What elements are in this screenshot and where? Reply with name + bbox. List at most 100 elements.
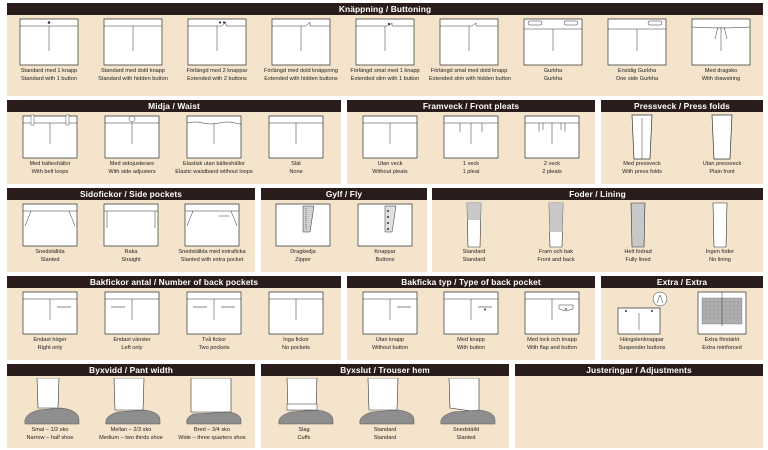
caption-en: With button [456,345,486,351]
caption-en: Buttons [375,257,395,263]
hem-option-3[interactable]: Snedställd Slanted [427,378,505,442]
side-pocket-option-3[interactable]: Snedställda med extraficka Slanted with … [173,202,251,264]
caption-sv: Utan knapp [375,337,405,343]
caption-en: Without pleats [372,169,408,175]
pleats-option-3[interactable]: 2 veck 2 pleats [513,114,591,176]
back-pocket-count-3[interactable]: Två fickor Two pockets [175,290,253,352]
narrow-leg-shoe-icon [24,378,80,425]
caption-en: Slanted with extra pocket [180,257,244,263]
caption-sv: Helt fodrad [624,249,652,255]
caption-sv: Med dragsko [704,68,738,74]
back-pocket-left-icon [104,291,160,335]
caption-sv: Endast vänster [113,337,151,343]
buttoning-option-9[interactable]: Med dragsko With drawstring [681,17,761,83]
caption-sv: Standard med 1 knapp [20,68,78,74]
caption-en: Extended with 2 buttons [187,76,247,82]
side-pocket-option-1[interactable]: Snedställda Slanted [11,202,89,264]
caption-en: Suspender buttons [618,345,666,351]
trouser-front-gurkha-icon [523,18,583,66]
press-option-1[interactable]: Med pressveck With press folds [605,114,679,176]
extra-option-2[interactable]: Extra förstärkt Extra reinforced [683,290,761,352]
caption-en: With belt loops [31,169,69,175]
caption-en: With drawstring [701,76,741,82]
belt-loops-icon [22,114,78,159]
pleats-option-1[interactable]: Utan veck Without pleats [351,114,429,176]
lining-option-3[interactable]: Helt fodrad Fully lined [600,202,676,264]
slanted-extra-pocket-icon [184,203,240,247]
lining-standard-icon [466,202,482,248]
zipper-icon [275,203,331,247]
caption-en: Wide – three quarters shoe [178,435,246,441]
back-pocket-count-2[interactable]: Endast vänster Left only [93,290,171,352]
back-pocket-count-4[interactable]: Inga fickor No pockets [257,290,335,352]
buttoning-option-2[interactable]: Standard med dold knapp Standard with hi… [93,17,173,83]
lining-option-4[interactable]: Ingen foder No lining [682,202,758,264]
back-pocket-type-3[interactable]: Med lock och knapp With flap and button [513,290,591,352]
side-pockets-header: Sidofickor / Side pockets [7,188,255,200]
extra-option-1[interactable]: Hängslenknappar Suspender buttons [603,290,681,352]
waist-option-4[interactable]: Slät None [257,114,335,176]
front-pleats-header: Framveck / Front pleats [347,100,595,112]
caption-en: Narrow – half shoe [26,435,74,441]
waist-option-2[interactable]: Med sidojusterare With side adjusters [93,114,171,176]
buttoning-option-7[interactable]: Gurkha Gurkha [513,17,593,83]
buttoning-option-3[interactable]: Förlängd med 2 knappar Extended with 2 b… [177,17,257,83]
waist-option-3[interactable]: Elastisk utan bälteshällor Elastic waist… [175,114,253,176]
caption-sv: Förlängd smal med 1 knapp [350,68,420,74]
caption-en: Standard with 1 button [21,76,77,82]
buttoning-option-8[interactable]: Ensidig Gurkha One side Gurkha [597,17,677,83]
trouser-front-one-side-gurkha-icon [607,18,667,66]
lining-option-1[interactable]: Standard Standard [436,202,512,264]
caption-sv: Ensidig Gurkha [617,68,657,74]
slanted-pocket-icon [22,203,78,247]
trouser-front-hidden-button-icon [103,18,163,66]
pant-width-option-1[interactable]: Smal – 1/2 sko Narrow – half shoe [11,378,89,442]
caption-sv: Med sidojusterare [109,161,155,167]
back-pockets-panel: Bakfickor antal / Number of back pockets… [7,276,341,360]
trouser-front-1-button-icon [19,18,79,66]
buttoning-option-4[interactable]: Förlängd med dold knäppning Extended wit… [261,17,341,83]
caption-sv: Två fickor [201,337,227,343]
caption-en: Gurkha [543,76,563,82]
extra-panel: Extra / Extra Hängslenknappar Suspender … [601,276,763,360]
caption-en: Straight [121,257,141,263]
caption-sv: Bred – 3/4 sko [193,427,231,433]
side-pocket-option-2[interactable]: Raka Straight [92,202,170,264]
caption-en: Without button [371,345,409,351]
hem-option-2[interactable]: Standard Standard [346,378,424,442]
pocket-no-button-icon [362,291,418,335]
caption-en: Front and back [537,257,575,263]
caption-en: With flap and button [527,345,577,351]
lining-option-2[interactable]: Fram och bak Front and back [518,202,594,264]
buttoning-option-1[interactable]: Standard med 1 knapp Standard with 1 but… [9,17,89,83]
waist-option-1[interactable]: Med bälteshällor With belt loops [11,114,89,176]
caption-sv: Dragkedja [290,249,316,255]
plain-leg-icon [711,114,733,160]
buttoning-option-6[interactable]: Förlängd smal med dold knapp Extended sl… [429,17,511,83]
pant-width-option-2[interactable]: Mellan – 2/3 sko Medium – two thirds sho… [92,378,170,442]
caption-sv: Standard [462,249,486,255]
fly-option-1[interactable]: Dragkedja Zipper [265,202,341,264]
pant-width-option-3[interactable]: Bred – 3/4 sko Wide – three quarters sho… [173,378,251,442]
fly-option-2[interactable]: Knappar Buttons [347,202,423,264]
caption-sv: Förlängd med dold knäppning [263,68,338,74]
reinforced-seat-icon [697,291,747,335]
caption-en: Slanted [40,257,60,263]
back-pocket-type-1[interactable]: Utan knapp Without button [351,290,429,352]
pleats-option-2[interactable]: 1 veck 1 pleat [432,114,510,176]
back-pocket-type-header: Bakficka typ / Type of back pocket [347,276,595,288]
press-option-2[interactable]: Utan pressveck Plain front [685,114,759,176]
caption-sv: Slag [298,427,310,433]
caption-sv: Med bälteshällor [29,161,71,167]
hem-option-1[interactable]: Slag Cuffs [265,378,343,442]
caption-en: Cuffs [297,435,311,441]
back-pocket-count-1[interactable]: Endast höger Right only [11,290,89,352]
suspender-buttons-icon [617,291,668,335]
side-adjuster-icon [104,115,160,159]
buttoning-option-5[interactable]: Förlängd smal med 1 knapp Extended slim … [345,17,425,83]
one-pleat-icon [443,115,499,159]
trouser-front-slim-1-button-icon [355,18,415,66]
caption-en: With press folds [622,169,662,175]
back-pocket-type-2[interactable]: Med knapp With button [432,290,510,352]
caption-sv: Endast höger [33,337,67,343]
